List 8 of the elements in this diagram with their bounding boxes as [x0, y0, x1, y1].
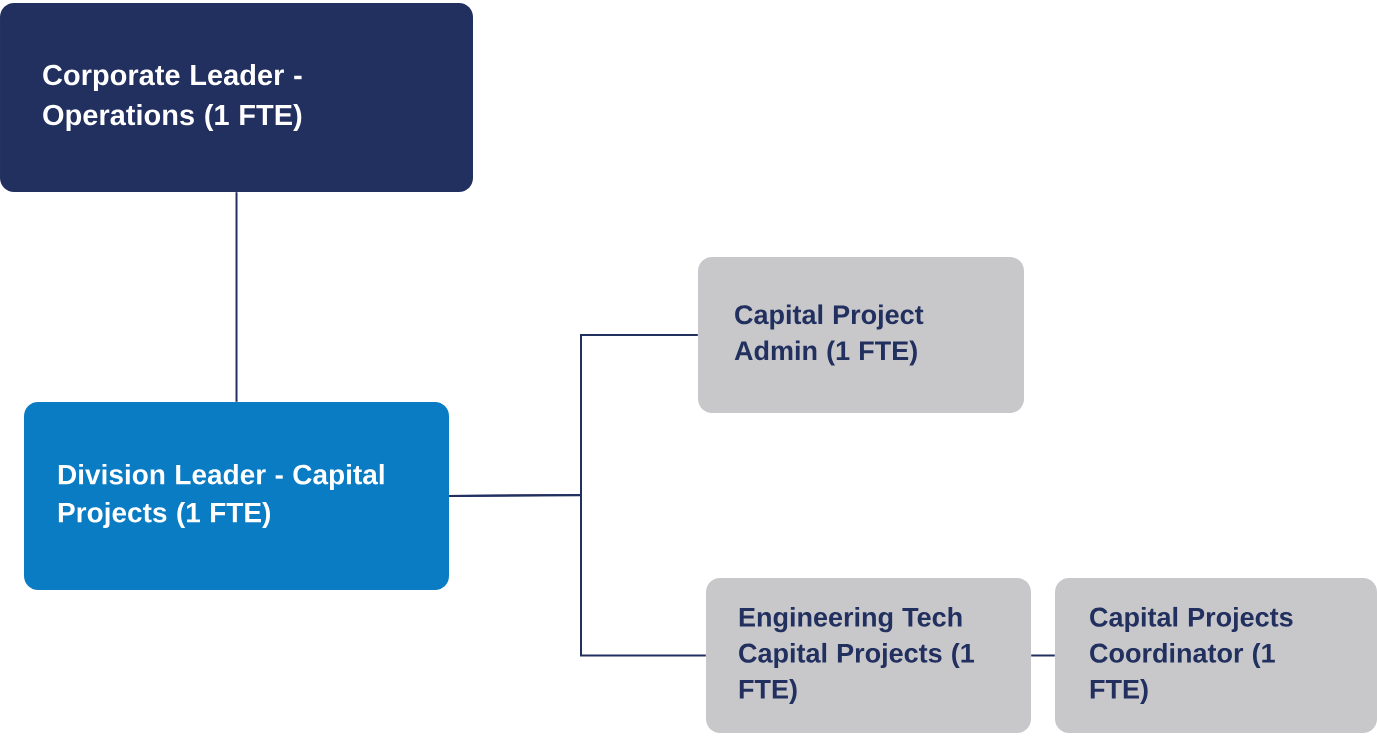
connector-line: [1030, 654, 1056, 657]
division-box: Division Leader - Capital Projects (1 FTE): [24, 402, 449, 590]
role-box: Capital Project Admin (1 FTE): [698, 257, 1024, 413]
role-box: Capital Projects Coordinator (1 FTE): [1055, 578, 1377, 733]
connector-line: [448, 494, 707, 657]
role-box: Engineering Tech Capital Projects (1 FTE): [706, 578, 1031, 733]
connector-line: [235, 191, 238, 403]
leader-box: Corporate Leader - Operations (1 FTE): [0, 3, 473, 192]
